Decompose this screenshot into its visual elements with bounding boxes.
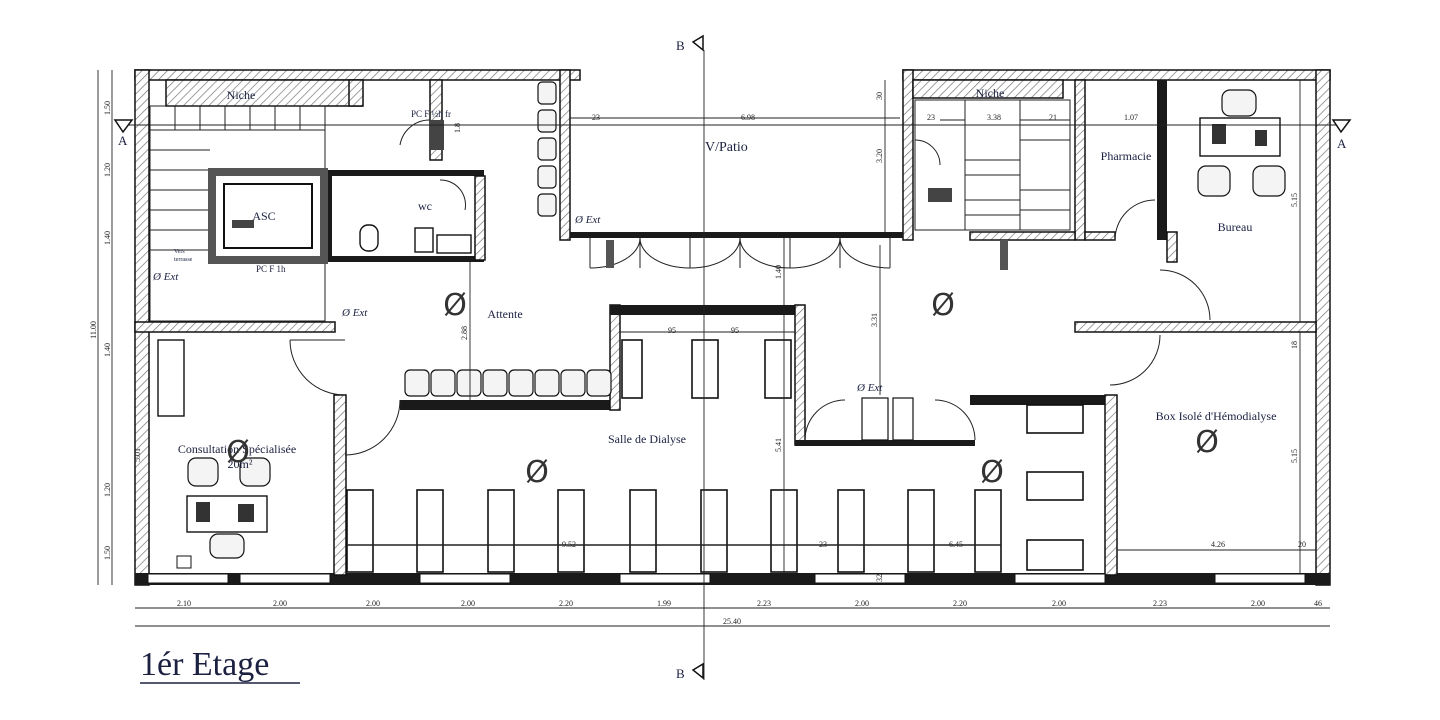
dim-bottom-10: 2.00 — [1052, 599, 1066, 608]
ext-label-corridor: Ø Ext — [856, 382, 883, 394]
consultation-furniture — [157, 339, 271, 569]
labels: Niche Niche PC F ½h fr ASC PC F 1h wc Ve… — [118, 38, 1347, 681]
dim-bottom-1: 2.10 — [177, 599, 191, 608]
wc-fixtures — [359, 120, 472, 254]
salle-dialyse-label: Salle de Dialyse — [608, 432, 686, 446]
box-side-beds — [1026, 404, 1084, 571]
dim-box-18: 18 — [1290, 341, 1299, 349]
dim-bottom-12: 2.00 — [1251, 599, 1265, 608]
dim-patio-30: 30 — [875, 92, 884, 100]
pcf-asc-label: PC F 1h — [256, 264, 286, 274]
dim-bottom-7: 2.23 — [757, 599, 771, 608]
dim-seat-95-b: 95 — [731, 326, 739, 335]
section-marker-b-bottom: B — [676, 666, 685, 681]
dim-left-3: 1.40 — [103, 231, 112, 245]
phi-symbol-attente: Ø — [443, 288, 467, 323]
consultation-area-label: 20m² — [228, 457, 253, 471]
consultation-label: Consultation Spécialisée — [178, 442, 296, 456]
phi-symbol-corridor: Ø — [931, 288, 955, 323]
dim-bottom-2: 2.00 — [273, 599, 287, 608]
section-lines — [113, 34, 1352, 680]
dim-salle-width: 9.52 — [562, 540, 576, 549]
dim-box-23: 23 — [819, 540, 827, 549]
dialysis-beds — [346, 489, 1002, 573]
dim-bottom-11: 2.23 — [1153, 599, 1167, 608]
vers-terrasse-label-2: terrasse — [174, 257, 193, 263]
dim-bottom-6: 1.99 — [657, 599, 671, 608]
dim-bottom-3: 2.00 — [366, 599, 380, 608]
elevator — [208, 168, 328, 264]
pcf-top-label: PC F ½h fr — [411, 109, 451, 119]
dim-bottom-9: 2.20 — [953, 599, 967, 608]
phi-symbol-consultation: Ø — [226, 435, 250, 470]
dim-left-total: 11.00 — [89, 321, 98, 339]
dim-seat-95-a: 95 — [668, 326, 676, 335]
dim-patio-23: 23 — [592, 113, 600, 122]
dim-bottom-5: 2.20 — [559, 599, 573, 608]
dim-box-width: 6.45 — [949, 540, 963, 549]
dim-1-8: 1.8 — [453, 123, 462, 133]
patio-doors — [589, 237, 1008, 270]
dim-niche-width: 3.38 — [987, 113, 1001, 122]
niche-right-label: Niche — [976, 86, 1005, 100]
phi-symbol-salle: Ø — [525, 455, 549, 490]
pharmacie-label: Pharmacie — [1101, 149, 1152, 163]
dim-box-20: 20 — [1298, 540, 1306, 549]
dim-left-6: 5.01 — [133, 448, 142, 462]
bottom-dimensions: 2.10 2.00 2.00 2.00 2.20 1.99 2.23 2.00 … — [177, 599, 1322, 626]
dim-gap-140: 1.40 — [774, 265, 783, 279]
niche-left-label: Niche — [227, 88, 256, 102]
dim-attente-height: 2.88 — [460, 326, 469, 340]
ext-label-patio: Ø Ext — [574, 214, 601, 226]
dim-left-8: 1.50 — [103, 546, 112, 560]
plan-title-text: 1ér Etage — [140, 646, 269, 683]
vers-terrasse-label-1: Vers — [174, 249, 185, 255]
dim-corr-height: 3.31 — [870, 313, 879, 327]
dim-left-2: 1.20 — [103, 163, 112, 177]
dim-salle-height: 5.41 — [774, 438, 783, 452]
attente-label: Attente — [487, 307, 522, 321]
ext-label-attente: Ø Ext — [341, 307, 368, 319]
dim-patio-width: 6.98 — [741, 113, 755, 122]
section-marker-a-left: A — [118, 133, 128, 148]
dim-left-1: 1.50 — [103, 101, 112, 115]
section-marker-b-top: B — [676, 38, 685, 53]
phi-symbol-box: Ø — [1195, 425, 1219, 460]
dialysis-chairs-top — [621, 339, 792, 399]
dim-box-height: 5.15 — [1290, 449, 1299, 463]
dim-niche-23: 23 — [927, 113, 935, 122]
inner-dimensions: 23 6.98 30 3.20 3.38 21 23 1.07 5.15 3.3… — [453, 92, 1306, 582]
plan-title: 1ér Etage — [140, 646, 300, 684]
bureau-label: Bureau — [1218, 220, 1253, 234]
door-swings — [289, 119, 1211, 456]
bottom-windows — [147, 573, 1306, 584]
dim-total: 25.40 — [723, 617, 741, 626]
dim-left-5: 1.40 — [103, 343, 112, 357]
dim-small-32: 32 — [875, 574, 884, 582]
left-dimensions: 1.50 1.20 1.40 11.00 1.40 5.01 1.20 1.50 — [89, 101, 142, 560]
section-marker-a-right: A — [1337, 136, 1347, 151]
stairs-right — [914, 99, 1071, 231]
dim-bottom-13: 46 — [1314, 599, 1322, 608]
waiting-chairs-column — [537, 81, 557, 217]
asc-label: ASC — [252, 209, 275, 223]
dim-patio-height: 3.20 — [875, 149, 884, 163]
dim-bureau-height: 5.15 — [1290, 193, 1299, 207]
dim-left-7: 1.20 — [103, 483, 112, 497]
dim-pharm-width: 1.07 — [1124, 113, 1138, 122]
dim-niche-21: 21 — [1049, 113, 1057, 122]
dim-box-4-26: 4.26 — [1211, 540, 1225, 549]
dim-bottom-4: 2.00 — [461, 599, 475, 608]
ext-label-stairs: Ø Ext — [152, 271, 179, 283]
phi-symbol-salle-right: Ø — [980, 455, 1004, 490]
bureau-furniture — [1197, 89, 1286, 197]
patio-label: V/Patio — [705, 140, 748, 155]
dim-bottom-8: 2.00 — [855, 599, 869, 608]
wc-label: wc — [418, 199, 432, 213]
box-isole-label: Box Isolé d'Hémodialyse — [1156, 409, 1277, 423]
attente-seats — [404, 369, 612, 397]
dimension-lines — [97, 70, 1330, 627]
